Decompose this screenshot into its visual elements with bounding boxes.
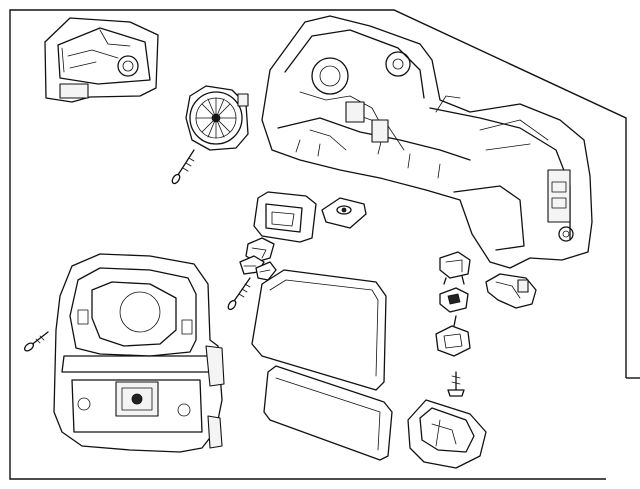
actuator-motor	[185, 85, 249, 151]
mirror-cover	[53, 253, 225, 453]
retainer-clips	[239, 255, 277, 281]
mirror-glass	[251, 269, 387, 391]
nut-retainer	[321, 197, 367, 229]
bolt	[447, 371, 465, 397]
signal-lamp-lens	[263, 365, 393, 461]
mirror-housing-assembly	[261, 15, 593, 269]
puddle-lamp	[253, 191, 317, 243]
connector	[485, 273, 537, 309]
socket-lower	[435, 315, 471, 357]
socket-upper	[439, 251, 471, 285]
screw-middle	[227, 277, 251, 311]
housing-bracket	[44, 17, 159, 103]
screw-upper	[171, 149, 195, 185]
diagram-frame	[9, 9, 640, 480]
lamp-housing	[407, 399, 487, 469]
screw-left	[23, 331, 49, 352]
socket-middle	[439, 287, 469, 313]
